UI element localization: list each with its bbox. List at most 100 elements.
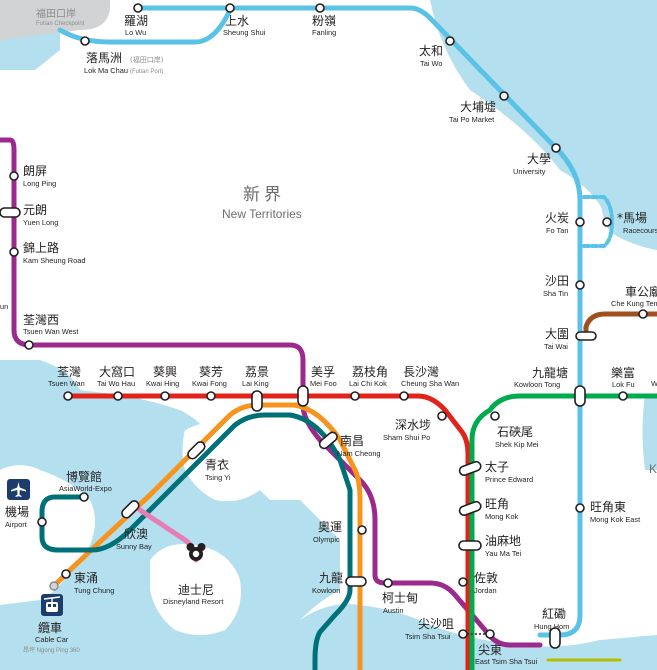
svg-text:馬場: 馬場 bbox=[623, 211, 647, 225]
east-rail-lok-ma-chau-branch bbox=[57, 7, 233, 45]
svg-text:Kam Sheung Road: Kam Sheung Road bbox=[23, 256, 85, 265]
station-interchange-nam-cheong[interactable] bbox=[318, 431, 339, 451]
svg-text:University: University bbox=[513, 167, 546, 176]
station-dot-tai-wo[interactable] bbox=[445, 36, 455, 46]
station-dot-tai-wo-hau[interactable] bbox=[113, 391, 123, 401]
station-dot-mong-kok-east[interactable] bbox=[575, 503, 585, 513]
harbour-water bbox=[300, 604, 657, 670]
airport-express-line bbox=[39, 412, 353, 670]
svg-text:葵芳: 葵芳 bbox=[199, 365, 223, 379]
station-dot-long-ping[interactable] bbox=[9, 171, 19, 181]
svg-text:奧運: 奧運 bbox=[318, 520, 342, 534]
svg-text:Racecourse: Racecourse bbox=[623, 226, 657, 235]
station-dot-university[interactable] bbox=[551, 143, 561, 153]
station-dot-asiaworld-expo[interactable] bbox=[79, 492, 89, 502]
station-dot-tsuen-wan[interactable] bbox=[63, 391, 73, 401]
station-dot-kam-sheung-road[interactable] bbox=[9, 247, 19, 257]
station-dot-cheung-sha-wan[interactable] bbox=[399, 391, 409, 401]
border-zh: 福田口岸 bbox=[36, 7, 76, 20]
station-interchange-tsing-yi[interactable] bbox=[186, 440, 207, 461]
svg-text:Fo Tan: Fo Tan bbox=[546, 226, 568, 235]
station-dot-tsim-sha-tsui[interactable] bbox=[458, 629, 468, 639]
station-dot-lok-fu[interactable] bbox=[618, 391, 628, 401]
station-interchange-mong-kok[interactable] bbox=[458, 500, 482, 516]
station-dot-fanling[interactable] bbox=[315, 3, 325, 13]
svg-text:Tsing Yi: Tsing Yi bbox=[205, 473, 231, 482]
label-lok-ma-chau: 落馬洲 (福田口岸) Lok Ma Chau (Futian Port) bbox=[84, 51, 164, 75]
border-en: Futian Checkpoint bbox=[36, 21, 85, 27]
disney-icon bbox=[186, 543, 206, 561]
station-dot-cable-car[interactable] bbox=[49, 581, 59, 591]
svg-text:纜車: 纜車 bbox=[38, 621, 62, 635]
station-interchange-kowloon[interactable] bbox=[345, 576, 367, 587]
svg-text:Kowloon: Kowloon bbox=[312, 586, 340, 595]
svg-text:Tai Po Market: Tai Po Market bbox=[449, 115, 494, 124]
station-dot-tung-chung[interactable] bbox=[61, 569, 71, 579]
east-rail-line bbox=[135, 5, 583, 638]
station-dot-east-tsim-sha-tsui[interactable] bbox=[485, 629, 495, 639]
station-interchange-tai-wai[interactable] bbox=[575, 331, 597, 341]
svg-text:Cheung Sha Wan: Cheung Sha Wan bbox=[401, 379, 459, 388]
station-dot-tsuen-wan-west[interactable] bbox=[24, 340, 34, 350]
station-dot-racecourse[interactable] bbox=[602, 217, 612, 227]
station-dot-austin[interactable] bbox=[383, 578, 393, 588]
svg-text:Sha Tin: Sha Tin bbox=[543, 289, 568, 298]
svg-text:Mong Kok: Mong Kok bbox=[485, 512, 519, 521]
station-dot-kwai-hing[interactable] bbox=[160, 391, 170, 401]
labels: 新界 New Territories K 福田口岸 Futian Checkpo… bbox=[0, 7, 657, 666]
svg-text:Sheung Shui: Sheung Shui bbox=[223, 28, 266, 37]
svg-text:深水埗: 深水埗 bbox=[395, 418, 431, 432]
station-dot-lai-chi-kok[interactable] bbox=[350, 391, 360, 401]
station-dot-airport[interactable] bbox=[37, 517, 47, 527]
region-zh: 新界 bbox=[243, 185, 285, 205]
station-dot-che-kung-temple[interactable] bbox=[638, 309, 648, 319]
svg-text:葵興: 葵興 bbox=[153, 365, 177, 379]
svg-text:Disneyland Resort: Disneyland Resort bbox=[163, 597, 223, 606]
svg-text:紅磡: 紅磡 bbox=[542, 607, 566, 621]
station-interchange-prince-edward[interactable] bbox=[458, 460, 482, 476]
svg-text:Mong Kok East: Mong Kok East bbox=[590, 515, 640, 524]
station-dot-shek-kip-mei[interactable] bbox=[490, 411, 500, 421]
station-interchange-kowloon-tong[interactable] bbox=[574, 385, 586, 407]
station-interchange-sunny-bay[interactable] bbox=[120, 499, 141, 520]
svg-text:Sunny Bay: Sunny Bay bbox=[116, 542, 152, 551]
svg-text:美孚: 美孚 bbox=[311, 365, 335, 379]
station-interchange-lai-king[interactable] bbox=[251, 390, 263, 412]
svg-text:沙田: 沙田 bbox=[545, 274, 569, 288]
station-dot-olympic[interactable] bbox=[357, 525, 367, 535]
station-dot-tai-po-market[interactable] bbox=[499, 91, 509, 101]
station-dot-fo-tan[interactable] bbox=[575, 217, 585, 227]
station-dot-sheung-shui[interactable] bbox=[225, 3, 235, 13]
station-dot-lo-wu[interactable] bbox=[133, 3, 143, 13]
svg-text:錦上路: 錦上路 bbox=[23, 240, 59, 255]
svg-text:Long Ping: Long Ping bbox=[23, 179, 56, 188]
station-interchange-yau-ma-tei[interactable] bbox=[458, 540, 482, 551]
station-dot-sham-shui-po[interactable] bbox=[437, 411, 447, 421]
station-dot-jordan[interactable] bbox=[458, 577, 468, 587]
svg-text:Lo Wu: Lo Wu bbox=[125, 28, 146, 37]
svg-text:Lai King: Lai King bbox=[242, 379, 269, 388]
station-dot-lok-ma-chau[interactable] bbox=[80, 36, 90, 46]
svg-text:Tsim Sha Tsui: Tsim Sha Tsui bbox=[405, 632, 451, 641]
station-dot-kwai-fong[interactable] bbox=[206, 391, 216, 401]
station-dot-sha-tin[interactable] bbox=[575, 280, 585, 290]
svg-text:石硤尾: 石硤尾 bbox=[497, 425, 533, 439]
station-interchange-yuen-long[interactable] bbox=[0, 207, 21, 218]
tuen-ma-east-brown bbox=[583, 311, 657, 340]
svg-text:Airport: Airport bbox=[5, 520, 27, 529]
station-interchange-hung-hom[interactable] bbox=[549, 627, 561, 649]
disney-land bbox=[150, 544, 241, 635]
svg-text:Tung Chung: Tung Chung bbox=[74, 586, 114, 595]
svg-text:博覽館: 博覽館 bbox=[66, 469, 102, 484]
station-interchange-mei-foo[interactable] bbox=[297, 385, 309, 407]
svg-text:大學: 大學 bbox=[527, 152, 551, 166]
